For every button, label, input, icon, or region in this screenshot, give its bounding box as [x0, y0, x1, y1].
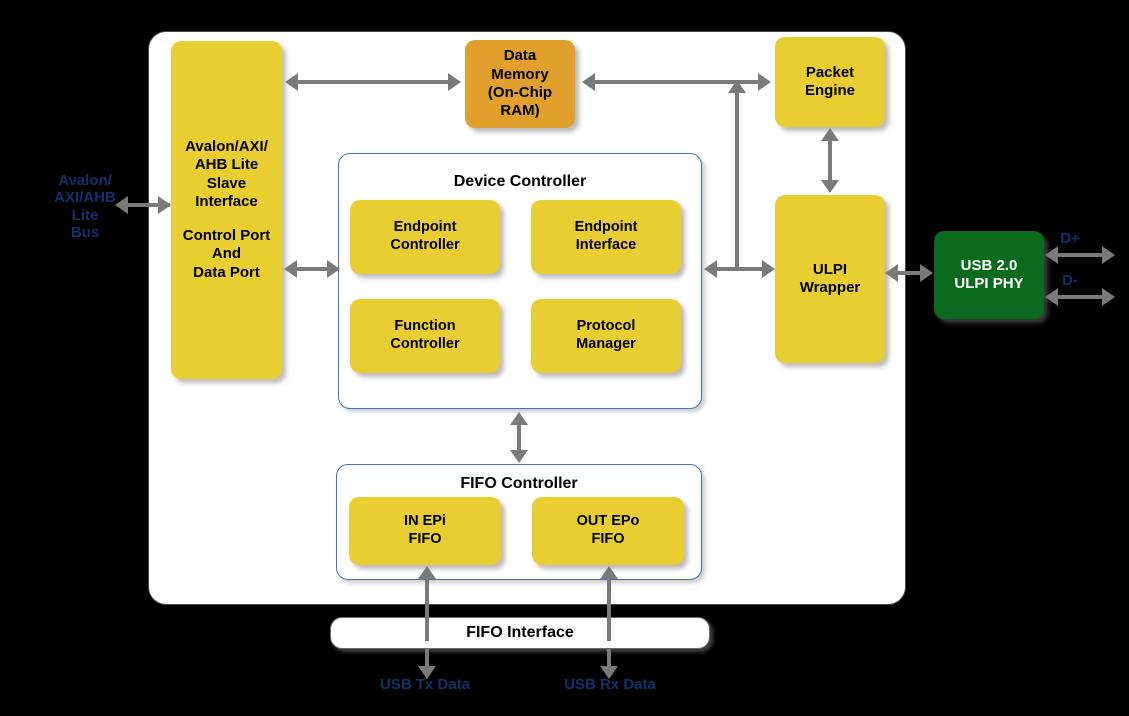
- block-packet-engine[interactable]: Packet Engine: [775, 37, 885, 127]
- connector-phy-to-dminus-arrow-left: [1045, 288, 1058, 306]
- bus-connector-arrow-left: [115, 196, 128, 214]
- connector-fifointerface-to-inepi-line: [425, 578, 429, 641]
- dminus-label: D-: [1062, 272, 1078, 289]
- data-memory-line-1: Data: [503, 47, 537, 65]
- connector-fifointerface-to-usbrx-arrow-down: [600, 666, 618, 679]
- ulpi-wrapper-line-1: ULPI: [812, 260, 848, 278]
- connector-devicecontroller-to-ulpi-arrow-right: [762, 260, 775, 278]
- data-memory-line-3: (On-Chip: [487, 84, 553, 101]
- connector-ulpi-bus-riser-line: [735, 92, 739, 269]
- connector-devicecontroller-to-ulpi-arrow-left: [704, 260, 717, 278]
- connector-fifointerface-to-inepi-arrow-up: [418, 566, 436, 579]
- block-slave-interface[interactable]: Avalon/AXI/ AHB Lite Slave Interface Con…: [171, 41, 282, 379]
- connector-fifointerface-to-outepo-line: [607, 578, 611, 641]
- connector-ulpi-to-phy-arrow-left: [885, 264, 898, 282]
- out-epo-fifo-line-2: FIFO: [591, 531, 625, 547]
- data-memory-line-2: Memory: [491, 65, 549, 83]
- connector-phy-to-dminus-arrow-right: [1102, 288, 1115, 306]
- block-ulpi-wrapper[interactable]: ULPI Wrapper: [775, 195, 885, 363]
- connector-ulpi-bus-riser-arrow-up: [728, 80, 746, 93]
- in-epi-fifo-line-1: IN EPi: [404, 513, 446, 530]
- block-protocol-manager[interactable]: Protocol Manager: [531, 299, 681, 373]
- fifo-controller-title: FIFO Controller: [460, 475, 578, 492]
- slave-interface-line-5: Control Port: [182, 227, 271, 245]
- connector-slave-to-devicecontroller-line: [297, 267, 339, 271]
- external-bus-label-line-3: Lite: [71, 206, 99, 224]
- connector-phy-to-dplus-arrow-right: [1102, 246, 1115, 264]
- fifo-interface-label: FIFO Interface: [466, 624, 574, 641]
- slave-interface-line-7: Data Port: [193, 263, 260, 281]
- connector-datamemory-to-packetengine-arrow-right: [758, 73, 771, 91]
- connector-packetengine-to-ulpi-arrow-down: [821, 180, 839, 193]
- bus-connector-line: [128, 203, 170, 207]
- connector-ulpi-to-phy-line: [898, 271, 924, 275]
- connector-ulpi-to-phy-arrow-right: [920, 264, 933, 282]
- protocol-manager-line-2: Manager: [576, 336, 636, 352]
- block-usb-ulpi-phy[interactable]: USB 2.0 ULPI PHY: [934, 231, 1044, 319]
- connector-devicecontroller-to-fifocontroller-arrow-down: [510, 450, 528, 463]
- function-controller-line-2: Controller: [390, 336, 460, 352]
- block-data-memory[interactable]: Data Memory (On-Chip RAM): [465, 40, 575, 128]
- usb-rx-data-label: USB Rx Data: [564, 676, 656, 693]
- connector-devicecontroller-to-ulpi-line: [717, 267, 765, 271]
- device-controller-title: Device Controller: [453, 173, 587, 190]
- block-function-controller[interactable]: Function Controller: [350, 299, 500, 373]
- connector-packetengine-to-ulpi-line: [828, 140, 832, 184]
- block-in-epi-fifo[interactable]: IN EPi FIFO: [349, 497, 501, 565]
- connector-datamemory-to-packetengine-line: [595, 80, 761, 84]
- slave-interface-line-4: Interface: [195, 192, 258, 210]
- packet-engine-line-2: Engine: [804, 82, 855, 99]
- protocol-manager-line-1: Protocol: [576, 318, 636, 335]
- packet-engine-line-1: Packet: [805, 63, 855, 81]
- connector-slave-to-datamemory-line: [298, 80, 450, 84]
- connector-devicecontroller-to-fifocontroller-line: [517, 424, 521, 454]
- connector-phy-to-dplus-line: [1058, 253, 1104, 257]
- out-epo-fifo-line-1: OUT EPo: [576, 513, 640, 530]
- external-bus-label-line-4: Bus: [70, 223, 100, 241]
- connector-devicecontroller-to-fifocontroller-arrow-up: [510, 412, 528, 425]
- bus-connector-arrow-right: [158, 196, 171, 214]
- in-epi-fifo-line-2: FIFO: [408, 531, 442, 547]
- connector-fifointerface-to-usbtx-line: [425, 649, 429, 668]
- connector-slave-to-devicecontroller-arrow-left: [284, 260, 297, 278]
- connector-fifointerface-to-usbrx-line: [607, 649, 611, 668]
- usb-phy-line-2: ULPI PHY: [954, 275, 1024, 292]
- endpoint-controller-line-2: Controller: [390, 237, 460, 253]
- connector-slave-to-datamemory-arrow-right: [448, 73, 461, 91]
- slave-interface-line-3: Slave: [206, 174, 247, 192]
- endpoint-interface-line-1: Endpoint: [574, 219, 638, 236]
- data-memory-line-4: RAM): [500, 102, 540, 120]
- block-endpoint-interface[interactable]: Endpoint Interface: [531, 200, 681, 274]
- external-bus-label-line-2: AXI/AHB: [54, 189, 116, 207]
- connector-phy-to-dplus-arrow-left: [1045, 246, 1058, 264]
- function-controller-line-1: Function: [394, 318, 456, 335]
- connector-fifointerface-to-outepo-arrow-up: [600, 566, 618, 579]
- dplus-label: D+: [1060, 230, 1080, 247]
- connector-fifointerface-to-usbtx-arrow-down: [418, 666, 436, 679]
- ulpi-wrapper-line-2: Wrapper: [799, 279, 861, 296]
- connector-packetengine-to-ulpi-arrow-up: [821, 128, 839, 141]
- external-bus-label-line-1: Avalon/: [58, 172, 112, 189]
- usb-phy-line-1: USB 2.0: [960, 256, 1018, 274]
- slave-interface-line-1: Avalon/AXI/: [185, 137, 268, 155]
- block-out-epo-fifo[interactable]: OUT EPo FIFO: [532, 497, 684, 565]
- block-endpoint-controller[interactable]: Endpoint Controller: [350, 200, 500, 274]
- slave-interface-line-6: And: [211, 245, 242, 263]
- endpoint-controller-line-1: Endpoint: [393, 219, 457, 236]
- connector-phy-to-dminus-line: [1058, 295, 1104, 299]
- external-bus-label: Avalon/ AXI/AHB Lite Bus: [40, 172, 130, 241]
- connector-datamemory-to-packetengine-arrow-left: [582, 73, 595, 91]
- bar-fifo-interface[interactable]: FIFO Interface: [330, 617, 710, 649]
- endpoint-interface-line-2: Interface: [575, 237, 637, 253]
- usb-tx-data-label: USB Tx Data: [379, 676, 471, 693]
- connector-slave-to-devicecontroller-arrow-right: [327, 260, 340, 278]
- slave-interface-line-2: AHB Lite: [194, 156, 259, 174]
- connector-slave-to-datamemory-arrow-left: [285, 73, 298, 91]
